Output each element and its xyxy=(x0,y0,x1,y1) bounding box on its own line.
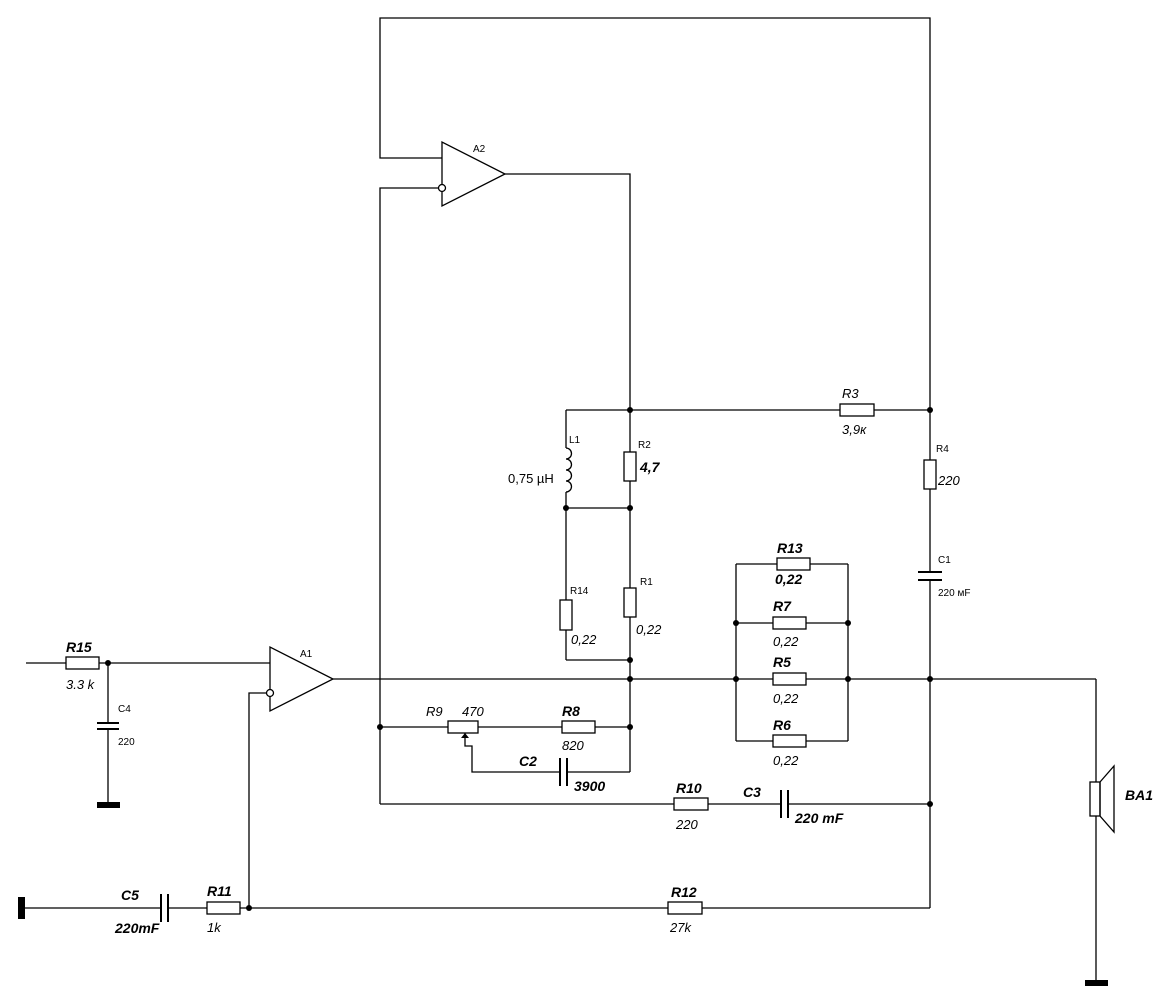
r15-ref: R15 xyxy=(66,639,92,655)
inductor-l1: L1 0,75 µH xyxy=(508,435,581,493)
ba1-ref: BA1 xyxy=(1125,787,1153,803)
r13-ref: R13 xyxy=(777,540,803,556)
r12-value: 27k xyxy=(669,920,692,935)
r7-ref: R7 xyxy=(773,598,792,614)
c2-value: 3900 xyxy=(574,778,605,794)
resistor-r6: R6 0,22 xyxy=(772,717,807,768)
r1-value: 0,22 xyxy=(636,622,662,637)
l1-value: 0,75 µH xyxy=(508,471,554,486)
l1-ref: L1 xyxy=(569,435,581,446)
resistor-r15: R15 3.3 k xyxy=(65,639,100,692)
r13-value: 0,22 xyxy=(775,571,802,587)
c4-ref: C4 xyxy=(118,704,131,715)
r3-value: 3,9к xyxy=(842,422,867,437)
r15-value: 3.3 k xyxy=(66,677,96,692)
r10-ref: R10 xyxy=(676,780,702,796)
r12-ref: R12 xyxy=(671,884,697,900)
c4-value: 220 xyxy=(118,737,135,748)
junction-dots xyxy=(105,407,933,911)
r9-ref: R9 xyxy=(426,704,443,719)
resistor-r7: R7 0,22 xyxy=(772,598,807,649)
resistor-r13: R13 0,22 xyxy=(775,540,811,587)
resistor-r14: R14 0,22 xyxy=(559,586,597,647)
c5-value: 220mF xyxy=(114,920,160,936)
r6-ref: R6 xyxy=(773,717,791,733)
r7-value: 0,22 xyxy=(773,634,799,649)
capacitor-c5: C5 220mF xyxy=(114,887,169,936)
c1-ref: C1 xyxy=(938,555,951,566)
op-amp-a1: A1 xyxy=(265,645,335,713)
speaker-ba1: BA1 xyxy=(1089,764,1153,834)
r11-value: 1k xyxy=(207,920,222,935)
r1-ref: R1 xyxy=(640,577,653,588)
r11-ref: R11 xyxy=(207,883,232,899)
c3-value: 220 mF xyxy=(794,810,844,826)
resistor-r5: R5 0,22 xyxy=(772,654,807,706)
r9-value: 470 xyxy=(462,704,484,719)
resistor-r8: R8 820 xyxy=(561,703,596,753)
resistor-r10: R10 220 xyxy=(673,780,709,832)
ground-c4 xyxy=(97,802,120,808)
input-terminal xyxy=(18,897,25,919)
resistor-r11: R11 1k xyxy=(206,883,241,935)
capacitor-c3: C3 220 mF xyxy=(743,784,844,826)
r4-value: 220 xyxy=(937,473,960,488)
c1-value: 220 мF xyxy=(938,588,970,599)
r3-ref: R3 xyxy=(842,386,859,401)
potentiometer-r9: R9 470 xyxy=(426,704,484,738)
resistor-r12: R12 27k xyxy=(667,884,703,935)
a1-ref: A1 xyxy=(300,649,313,660)
capacitor-c1: C1 220 мF xyxy=(918,555,970,599)
capacitor-c2: C2 3900 xyxy=(519,753,605,794)
resistor-r1: R1 0,22 xyxy=(623,577,662,637)
r5-ref: R5 xyxy=(773,654,791,670)
resistor-r3: R3 3,9к xyxy=(839,386,875,437)
r4-ref: R4 xyxy=(936,444,949,455)
resistor-r4: R4 220 xyxy=(923,444,960,490)
r8-value: 820 xyxy=(562,738,584,753)
c5-ref: C5 xyxy=(121,887,139,903)
ground-speaker xyxy=(1085,980,1108,986)
capacitor-c4: C4 220 xyxy=(97,704,135,748)
c2-ref: C2 xyxy=(519,753,537,769)
op-amp-a2: A2 xyxy=(437,140,507,208)
r2-value: 4,7 xyxy=(639,459,661,475)
r6-value: 0,22 xyxy=(773,753,799,768)
r10-value: 220 xyxy=(675,817,698,832)
a2-ref: A2 xyxy=(473,144,486,155)
resistor-r2: R2 4,7 xyxy=(623,440,661,482)
r8-ref: R8 xyxy=(562,703,580,719)
r14-value: 0,22 xyxy=(571,632,597,647)
wires xyxy=(22,17,1097,980)
r5-value: 0,22 xyxy=(773,691,799,706)
r14-ref: R14 xyxy=(570,586,589,597)
c3-ref: C3 xyxy=(743,784,761,800)
r2-ref: R2 xyxy=(638,440,651,451)
